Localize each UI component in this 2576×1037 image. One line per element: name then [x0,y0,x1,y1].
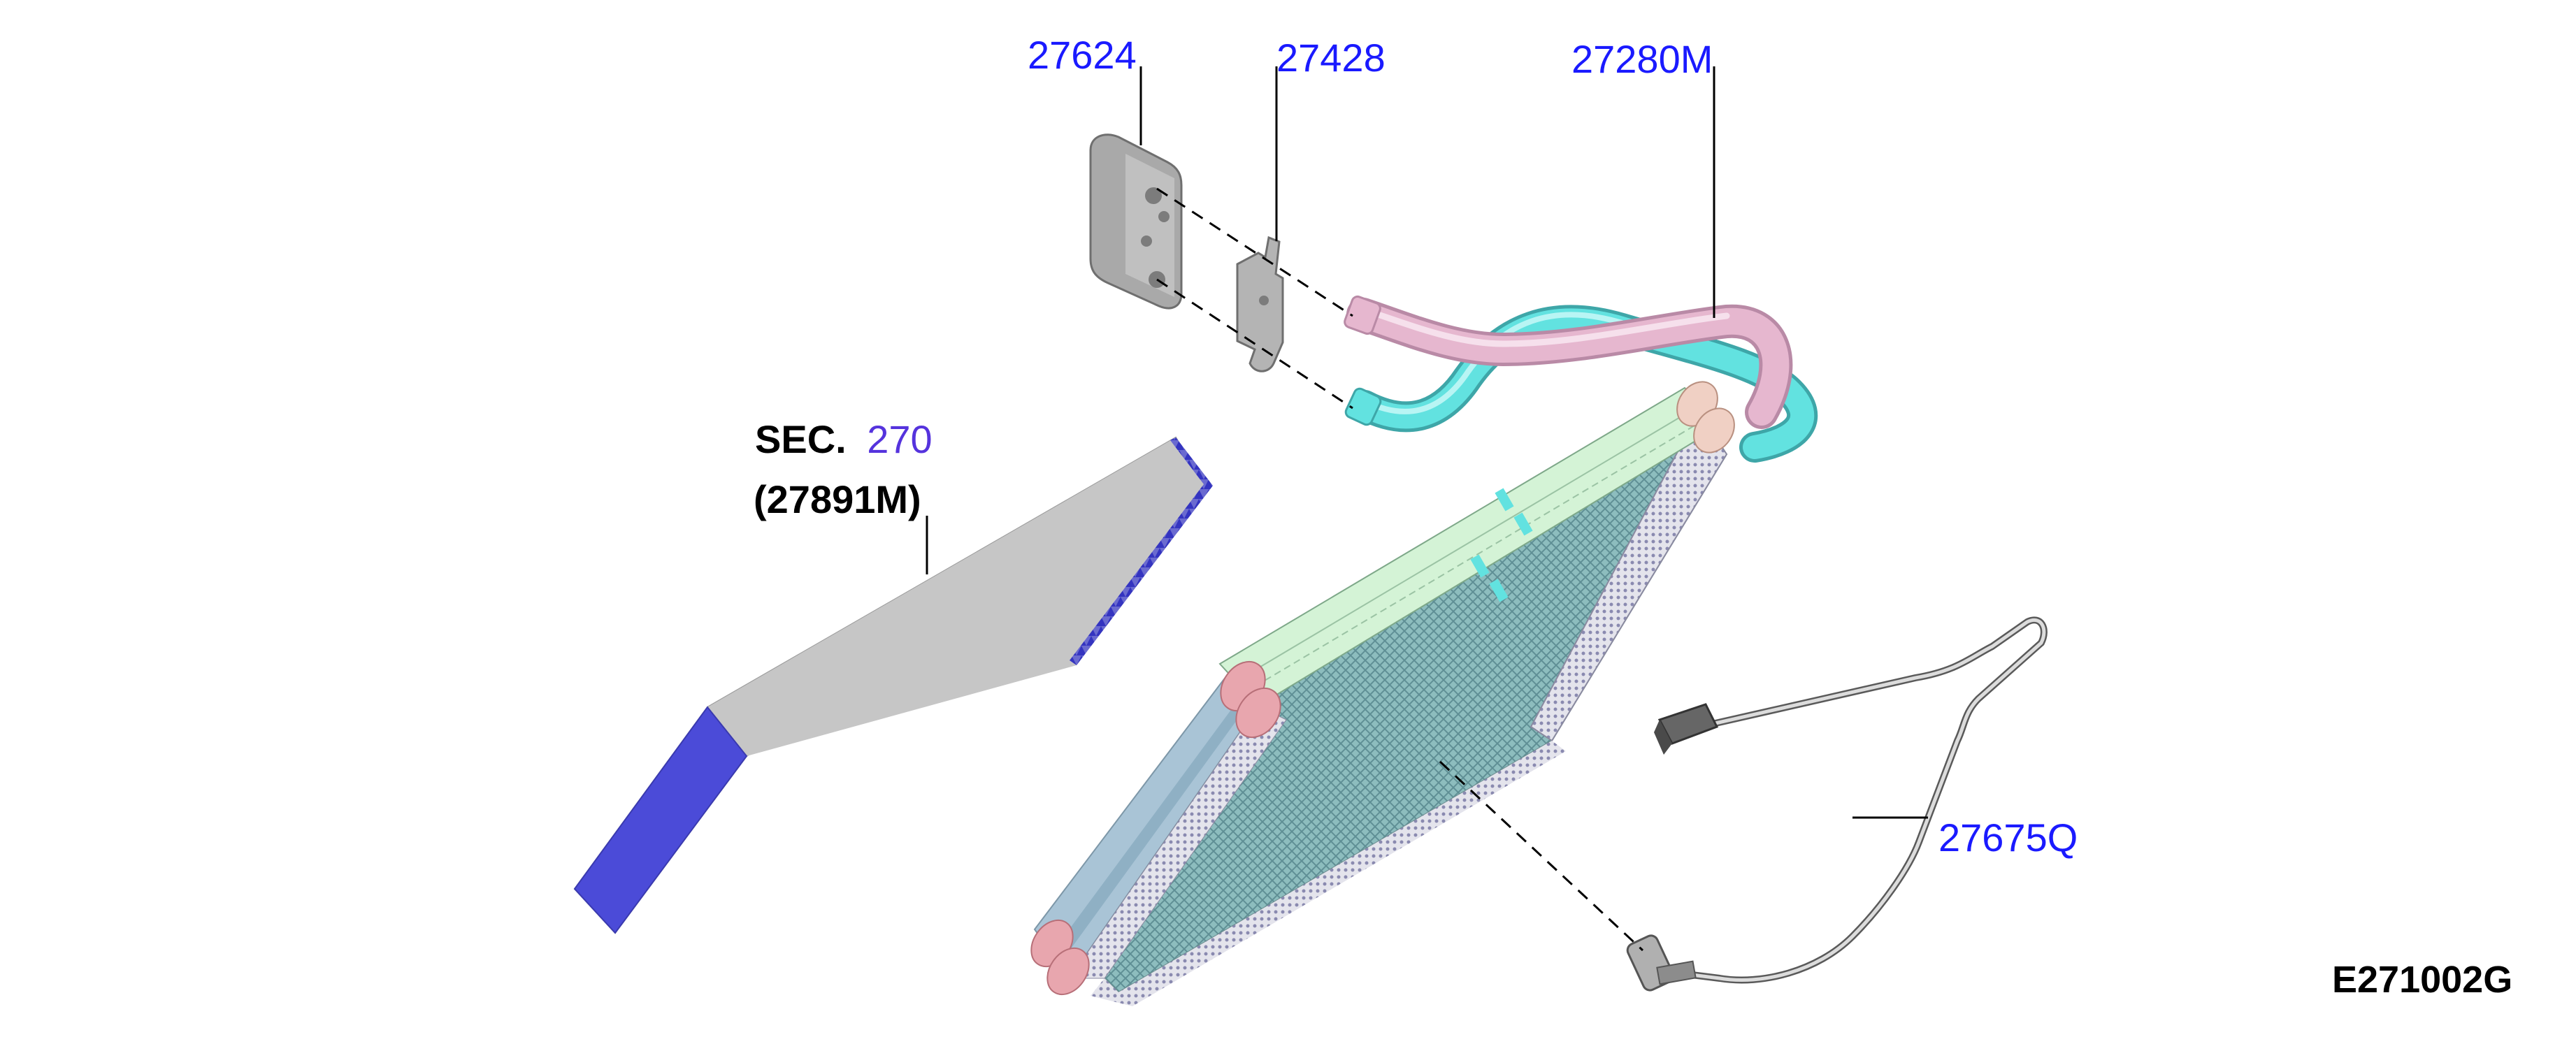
sec-reference: SEC. 270 [755,417,933,461]
callout-block-gasket[interactable]: 27624 [1028,33,1137,77]
intake-sensor[interactable] [1625,616,2048,992]
block-gasket[interactable] [1089,133,1183,310]
callout-pipe-assembly[interactable]: 27280M [1571,37,1713,81]
evaporator-core[interactable] [1023,374,1743,1006]
leader-lines [926,66,1928,819]
diagram-code: E271002G [2332,959,2512,1001]
sec-prefix: SEC. [755,417,847,461]
cabin-air-filter[interactable] [573,436,1213,934]
assembly-lines [1156,187,1644,952]
bracket[interactable] [1236,235,1284,372]
pipe-assembly[interactable] [1343,295,1818,463]
callout-bracket[interactable]: 27428 [1276,36,1386,80]
callout-sensor[interactable]: 27675Q [1938,815,2078,860]
sec-number[interactable]: 270 [867,417,932,461]
sec-part-number: (27891M) [754,477,921,521]
